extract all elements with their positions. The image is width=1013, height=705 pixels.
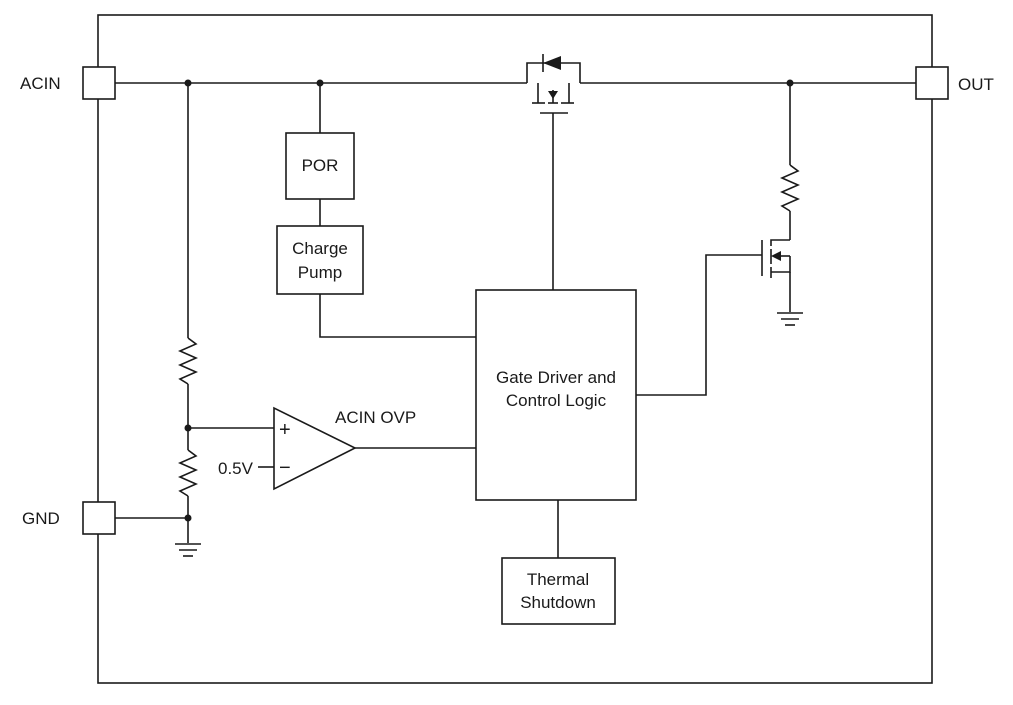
ic-boundary xyxy=(97,14,933,684)
divider-resistor-top xyxy=(178,337,198,385)
comparator-minus: − xyxy=(279,457,291,479)
discharge-fet-arrow xyxy=(771,251,781,261)
thermal-shutdown-block: Thermal Shutdown xyxy=(501,557,616,625)
acin-pin: ACIN xyxy=(20,66,116,100)
acin-ovp-comparator: + − xyxy=(273,406,357,491)
ground-symbol xyxy=(777,312,803,326)
gnd-label: GND xyxy=(22,509,60,528)
gate-driver-label: Gate Driver and xyxy=(496,368,616,387)
discharge-mosfet xyxy=(636,239,791,396)
comparator-plus: + xyxy=(279,419,291,441)
acin-ovp-label: ACIN OVP xyxy=(335,408,416,427)
thermal-shutdown-label: Shutdown xyxy=(520,593,596,612)
gate-driver-block: Gate Driver and Control Logic xyxy=(475,289,637,501)
out-label: OUT xyxy=(958,75,994,94)
pass-mosfet xyxy=(526,54,581,290)
body-diode-triangle xyxy=(543,56,561,70)
por-block: POR xyxy=(285,132,355,200)
divider-resistor-bottom xyxy=(178,449,198,497)
ground-symbol xyxy=(175,543,201,557)
out-pin: OUT xyxy=(915,66,994,100)
discharge-resistor xyxy=(780,164,800,212)
gnd-pin: GND xyxy=(22,501,116,535)
charge-pump-label: Pump xyxy=(298,263,342,282)
thermal-shutdown-label: Thermal xyxy=(527,570,589,589)
por-label: POR xyxy=(302,156,339,175)
charge-pump-block: Charge Pump xyxy=(276,225,364,295)
reference-voltage-label: 0.5V xyxy=(218,459,254,478)
acin-label: ACIN xyxy=(20,74,61,93)
pass-fet-arrow xyxy=(548,91,558,99)
charge-pump-label: Charge xyxy=(292,239,348,258)
gate-driver-label: Control Logic xyxy=(506,391,607,410)
